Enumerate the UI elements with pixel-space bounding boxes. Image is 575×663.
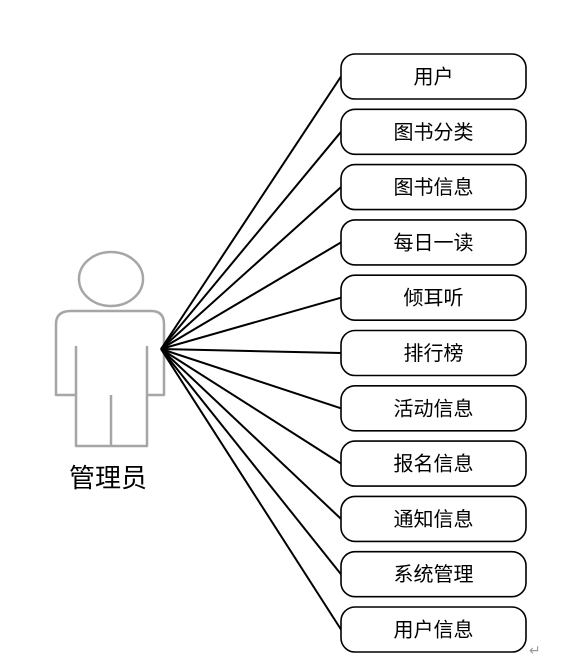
use-case-label: 活动信息 [394, 396, 474, 420]
use-case-box [340, 108, 527, 156]
association-line [160, 241, 342, 350]
use-case-box [340, 274, 527, 322]
association-line [160, 348, 342, 631]
use-case-box [340, 550, 527, 598]
actor-body [54, 309, 166, 448]
use-case-box [340, 440, 527, 487]
use-case-box [340, 495, 527, 543]
use-case: 图书信息 [340, 163, 527, 211]
use-case-box [340, 606, 527, 653]
use-case: 活动信息 [340, 384, 527, 432]
use-case: 系统管理 [340, 550, 527, 598]
use-case-label: 倾耳听 [404, 286, 464, 310]
association-line [160, 348, 342, 575]
use-case: 倾耳听 [340, 274, 527, 322]
use-case-label: 排行榜 [404, 341, 464, 365]
return-mark: ↵ [529, 643, 541, 659]
association-lines [160, 75, 342, 631]
association-line [160, 75, 342, 350]
use-case-box [340, 219, 527, 266]
use-case: 用户信息 [340, 606, 527, 653]
association-line [160, 348, 342, 354]
use-case: 用户 [340, 53, 527, 100]
use-case-label: 每日一读 [394, 230, 474, 254]
association-line [160, 131, 342, 350]
actor-figure [54, 250, 166, 448]
use-case-label: 用户信息 [394, 618, 474, 642]
use-case-box [340, 163, 527, 211]
use-case-box [340, 384, 527, 432]
use-case-label: 图书分类 [394, 120, 474, 144]
actor-head [77, 250, 145, 308]
use-case-label: 图书信息 [394, 175, 474, 199]
association-line [160, 186, 342, 350]
use-case-label: 报名信息 [394, 452, 474, 476]
use-case: 每日一读 [340, 219, 527, 266]
use-case-label: 用户 [414, 65, 454, 89]
use-case-label: 系统管理 [394, 562, 474, 586]
use-case: 报名信息 [340, 440, 527, 487]
use-case-label: 通知信息 [394, 507, 474, 531]
association-line [160, 348, 342, 520]
association-line [160, 348, 342, 465]
use-case: 排行榜 [340, 329, 527, 377]
use-case: 图书分类 [340, 108, 527, 156]
association-line [160, 296, 342, 350]
use-case-box [340, 329, 527, 377]
use-case: 通知信息 [340, 495, 527, 543]
use-case-box [340, 53, 527, 100]
actor-label: 管理员 [69, 464, 147, 494]
association-line [160, 348, 342, 410]
